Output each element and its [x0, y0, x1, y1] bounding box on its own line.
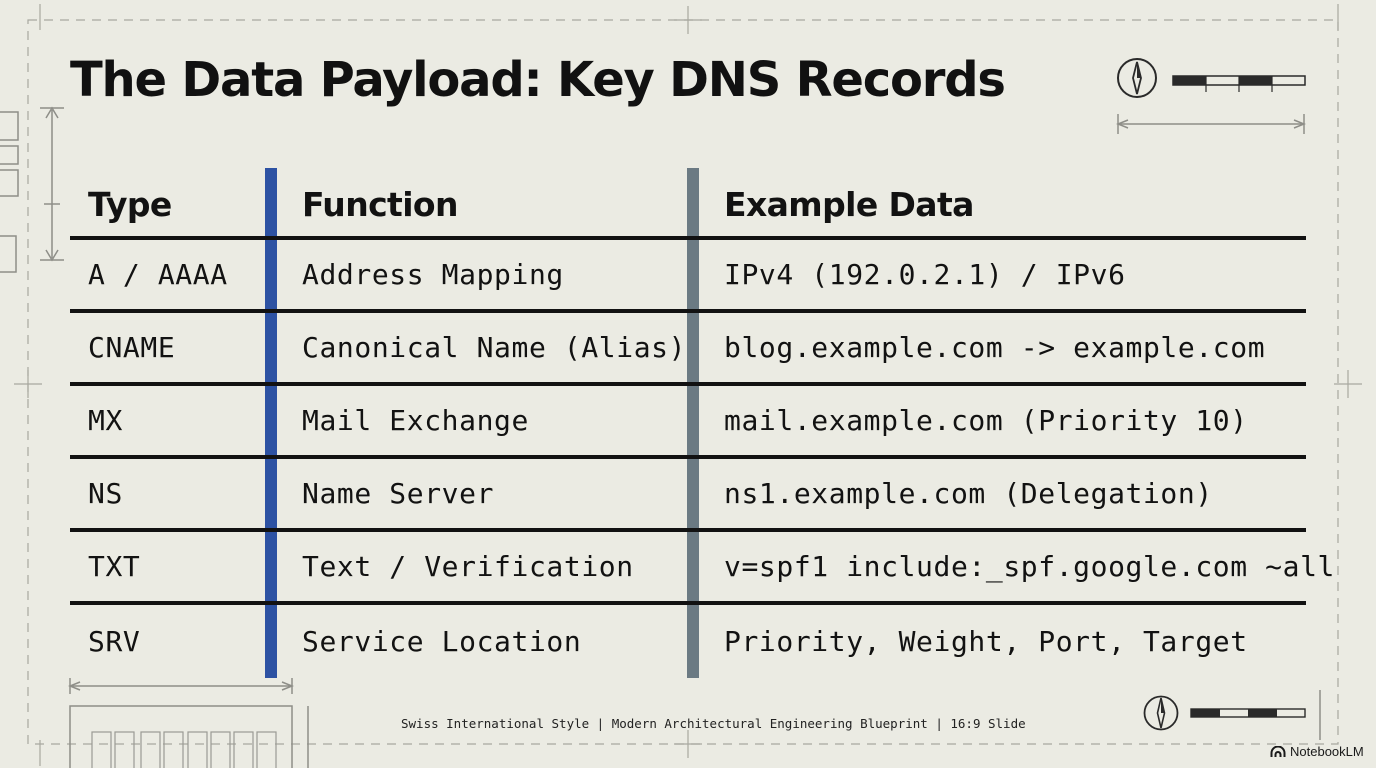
cell-example: mail.example.com (Priority 10) [724, 404, 1248, 437]
compass-icon [1117, 58, 1157, 98]
cell-function: Name Server [302, 477, 495, 510]
column-divider-gray [687, 168, 699, 678]
column-divider-blue [265, 168, 277, 678]
cell-type: SRV [88, 625, 141, 658]
cell-example: ns1.example.com (Delegation) [724, 477, 1213, 510]
cell-type: CNAME [88, 331, 176, 364]
cell-type: TXT [88, 550, 141, 583]
table-header-row: Type Function Example Data [70, 168, 1306, 240]
cell-function: Address Mapping [302, 258, 564, 291]
table-row: CNAME Canonical Name (Alias) blog.exampl… [70, 313, 1306, 386]
compass-icon-small [1143, 695, 1179, 731]
cell-example: v=spf1 include:_spf.google.com ~all [724, 550, 1336, 583]
header-example-data: Example Data [724, 184, 974, 224]
header-function: Function [302, 184, 459, 224]
table-row: SRV Service Location Priority, Weight, P… [70, 605, 1306, 678]
table-row: MX Mail Exchange mail.example.com (Prior… [70, 386, 1306, 459]
scale-bar-icon [1172, 75, 1306, 92]
cell-example: IPv4 (192.0.2.1) / IPv6 [724, 258, 1126, 291]
table-row: TXT Text / Verification v=spf1 include:_… [70, 532, 1334, 605]
header-type: Type [88, 184, 172, 224]
cell-type: NS [88, 477, 123, 510]
cell-example: Priority, Weight, Port, Target [724, 625, 1248, 658]
notebooklm-logo-icon [1270, 745, 1286, 757]
brand-label: NotebookLM [1290, 744, 1364, 759]
cell-type: A / AAAA [88, 258, 228, 291]
cell-function: Text / Verification [302, 550, 634, 583]
dns-records-table: Type Function Example Data A / AAAA Addr… [70, 168, 1334, 678]
scale-bar-icon-small [1190, 708, 1306, 718]
cell-function: Service Location [302, 625, 582, 658]
table-row: NS Name Server ns1.example.com (Delegati… [70, 459, 1306, 532]
slide-footer-caption: Swiss International Style | Modern Archi… [401, 716, 1026, 731]
cell-type: MX [88, 404, 123, 437]
cell-function: Mail Exchange [302, 404, 529, 437]
cell-example: blog.example.com -> example.com [724, 331, 1266, 364]
notebooklm-badge: NotebookLM [1270, 744, 1364, 759]
slide-title: The Data Payload: Key DNS Records [70, 52, 1006, 108]
table-row: A / AAAA Address Mapping IPv4 (192.0.2.1… [70, 240, 1306, 313]
cell-function: Canonical Name (Alias) [302, 331, 687, 364]
